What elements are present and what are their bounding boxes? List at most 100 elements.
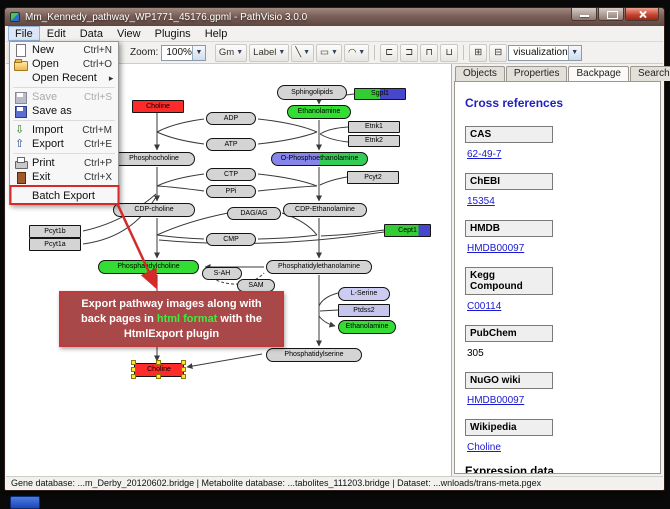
close-button[interactable] [625,8,659,21]
pathway-node-sphingolipids[interactable]: Sphingolipids [277,85,347,100]
maximize-button[interactable] [598,8,624,21]
pathway-node-pcyt1a[interactable]: Pcyt1a [29,238,81,251]
pathway-node-cept1[interactable]: Cept1 [384,224,431,237]
align-top-button[interactable]: ⊓ [420,43,439,62]
pathway-node-phosphatidylethanolamine[interactable]: Phosphatidylethanolamine [266,260,372,274]
pathway-node-ethanolamine[interactable]: Ethanolamine [287,105,351,119]
open-folder-icon [14,58,28,71]
pathway-node-l-serine[interactable]: L-Serine [338,287,390,301]
ref-id-hmdb[interactable]: HMDB00097 [467,243,525,254]
pathway-node-cdp-ethanolamine[interactable]: CDP-Ethanolamine [283,203,367,217]
tab-objects[interactable]: Objects [455,66,505,81]
new-line-dropdown[interactable]: ╲▼ [291,43,315,62]
pathway-node-ethanolamine[interactable]: Ethanolamine [338,320,396,334]
new-shape-dropdown[interactable]: ▭▼ [316,43,342,62]
pathway-node-phosphocholine[interactable]: Phosphocholine [113,152,195,166]
menu-edit[interactable]: Edit [46,27,66,40]
pathway-node-pcyt1b[interactable]: Pcyt1b [29,225,81,238]
selection-handle[interactable] [131,367,136,372]
pathway-node-atp[interactable]: ATP [206,138,256,151]
file-menu-item-open-recent[interactable]: Open Recent▸ [10,71,118,85]
pathway-node-cmp[interactable]: CMP [206,233,256,246]
ref-db-pubchem: PubChem [465,325,553,342]
zoom-combobox[interactable]: 100% ▼ [161,44,206,61]
chevron-down-icon[interactable]: ▼ [191,45,205,60]
menu-plugins[interactable]: Plugins [154,27,191,40]
selection-handle[interactable] [181,367,186,372]
ref-id-chebi[interactable]: 15354 [467,196,495,207]
menu-help[interactable]: Help [204,27,228,40]
pathway-node-phosphatidylserine[interactable]: Phosphatidylserine [266,348,362,362]
pathway-canvas[interactable]: Export pathway images along with back pa… [6,64,452,476]
menu-item-shortcut: Ctrl+E [83,138,112,150]
pathway-node-ctp[interactable]: CTP [206,168,256,181]
pathway-edge [318,315,336,328]
selection-handle[interactable] [181,374,186,379]
chevron-down-icon[interactable]: ▼ [567,45,581,60]
new-datanode-dropdown[interactable]: Gm▼ [214,43,248,62]
file-menu-item-batch-export[interactable]: Batch Export [10,189,118,203]
pathway-edge [319,126,349,135]
menu-file[interactable]: File [8,26,40,41]
ref-id-wikipedia[interactable]: Choline [467,442,501,453]
ref-db-hmdb: HMDB [465,220,553,237]
pathway-node-dag-ag[interactable]: DAG/AG [227,207,281,220]
selection-handle[interactable] [131,360,136,365]
new-label-dropdown[interactable]: Label▼ [249,43,290,62]
file-menu-item-export[interactable]: Export Ctrl+E [10,137,118,151]
menu-view[interactable]: View [116,27,141,40]
visualization-combobox[interactable]: visualization ▼ [508,44,582,61]
file-menu-item-save-as[interactable]: Save as [10,104,118,118]
printer-icon [14,157,28,169]
menu-item-label: Open [32,58,59,70]
tab-search[interactable]: Search [629,66,670,81]
tab-properties[interactable]: Properties [505,66,568,81]
align-right-button[interactable]: ⊐ [400,43,419,62]
pathway-node-etnk1[interactable]: Etnk1 [348,121,400,133]
align-left-button[interactable]: ⊏ [380,43,399,62]
pathway-node-ptdss2[interactable]: Ptdss2 [338,304,390,317]
tab-backpage[interactable]: Backpage [568,66,629,81]
menu-separator [13,87,115,88]
selection-handle[interactable] [156,360,161,365]
align-bottom-button[interactable]: ⊔ [440,43,459,62]
pathway-node-choline[interactable]: Choline [132,100,184,113]
blank-icon [14,72,27,84]
new-page-icon [14,44,27,57]
pathway-node-etnk2[interactable]: Etnk2 [348,135,400,147]
minimize-button[interactable] [571,8,597,21]
pathway-node-phosphatidylcholine[interactable]: Phosphatidylcholine [98,260,199,274]
menu-item-label: Export [32,138,64,150]
selection-handle[interactable] [131,374,136,379]
pathway-node-o-phosphoethanolamine[interactable]: O-Phosphoethanolamine [271,152,368,166]
pathway-node-pcyt2[interactable]: Pcyt2 [347,171,399,184]
menu-item-label: New [32,44,55,56]
ref-id-nugo-wiki[interactable]: HMDB00097 [467,395,525,406]
pathway-edge [257,118,318,133]
ref-id-cas[interactable]: 62-49-7 [467,149,502,160]
common-height-button[interactable]: ⊟ [489,43,508,62]
new-datanode-icon: Gm [218,47,235,58]
pathway-node-ppi[interactable]: PPi [206,185,256,198]
align-top-icon: ⊓ [425,47,433,58]
new-arc-dropdown[interactable]: ◠▼ [343,43,370,62]
pathway-node-s-ah[interactable]: S-AH [202,267,242,280]
pathway-node-adp[interactable]: ADP [206,112,256,125]
status-bar: Gene database: ...m_Derby_20120602.bridg… [6,476,663,489]
menu-item-shortcut: Ctrl+P [83,157,112,169]
ref-db-wikipedia: Wikipedia [465,419,553,436]
common-width-button[interactable]: ⊞ [469,43,488,62]
pathway-node-sgpl1[interactable]: Sgpl1 [354,88,406,100]
menu-data[interactable]: Data [79,27,103,40]
ref-id-kegg-compound[interactable]: C00114 [467,301,502,312]
selection-handle[interactable] [156,374,161,379]
title-bar[interactable]: Mm_Kennedy_pathway_WP1771_45176.gpml - P… [5,8,664,26]
pathway-edge [156,131,205,145]
selection-handle[interactable] [181,360,186,365]
pathway-node-cdp-choline[interactable]: CDP-choline [113,203,195,217]
